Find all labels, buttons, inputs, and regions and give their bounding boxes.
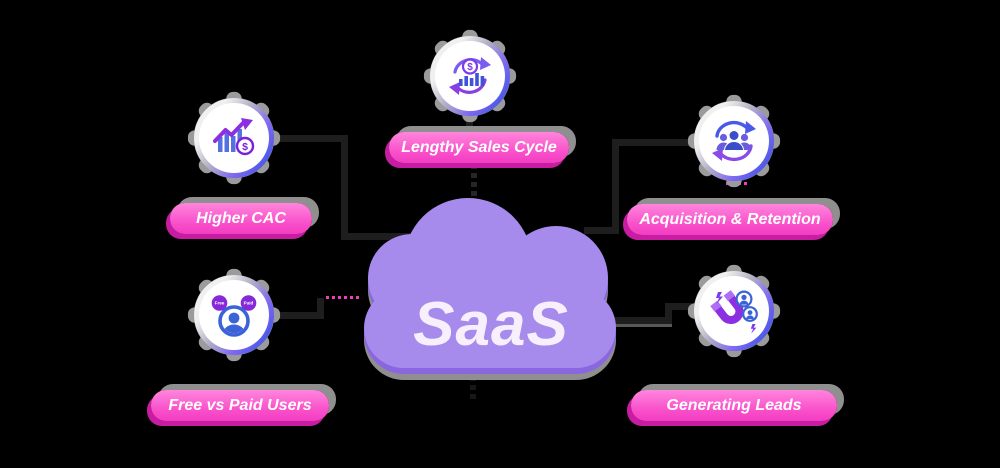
cloud-shape — [364, 198, 616, 380]
label-pill-higher-cac: Higher CAC — [170, 203, 312, 234]
paid-badge: Paid — [244, 301, 254, 306]
dollar-growth-cycle-icon: $ — [449, 57, 491, 95]
connector — [266, 135, 348, 142]
connector — [584, 227, 619, 234]
connector-dotted-pink — [326, 296, 362, 299]
label-pill-generating-leads: Generating Leads — [631, 390, 837, 421]
connector — [665, 303, 700, 310]
icon-ring: $ — [194, 98, 274, 178]
connector — [612, 139, 700, 146]
connector — [610, 317, 672, 324]
free-badge: Free — [215, 301, 225, 306]
dollar-glyph: $ — [242, 141, 248, 153]
icon-ring: $ — [430, 36, 510, 116]
connector — [266, 312, 324, 319]
icon-ring: Free Paid — [194, 275, 274, 355]
node-higher-cac: $ — [186, 90, 282, 186]
node-generating-leads — [686, 263, 782, 359]
connector-dashed — [470, 376, 476, 402]
rising-chart-dollar-icon: $ — [213, 118, 255, 156]
label-pill-acquisition-retention: Acquisition & Retention — [627, 204, 833, 235]
node-lengthy-sales-cycle: $ — [422, 28, 518, 124]
bolt-icon — [716, 292, 723, 304]
connector — [317, 298, 324, 319]
label-pill-lengthy-sales-cycle: Lengthy Sales Cycle — [389, 132, 569, 163]
cloud-title: SaaS — [413, 289, 569, 359]
icon-ring — [694, 271, 774, 351]
connector — [612, 139, 619, 234]
bolt-icon — [750, 324, 757, 334]
user-avatar-badges-icon: Free Paid — [211, 295, 257, 337]
connector — [341, 233, 415, 240]
icon-ring — [694, 101, 774, 181]
label-pill-free-vs-paid-users: Free vs Paid Users — [151, 390, 329, 421]
dollar-glyph: $ — [467, 62, 473, 73]
node-acquisition-retention — [686, 93, 782, 189]
connector — [341, 135, 348, 240]
lead-magnet-icon — [710, 290, 758, 334]
users-refresh-icon — [712, 120, 756, 162]
connector-dashed — [471, 164, 477, 208]
connector — [665, 303, 672, 324]
node-free-vs-paid-users: Free Paid — [186, 267, 282, 363]
